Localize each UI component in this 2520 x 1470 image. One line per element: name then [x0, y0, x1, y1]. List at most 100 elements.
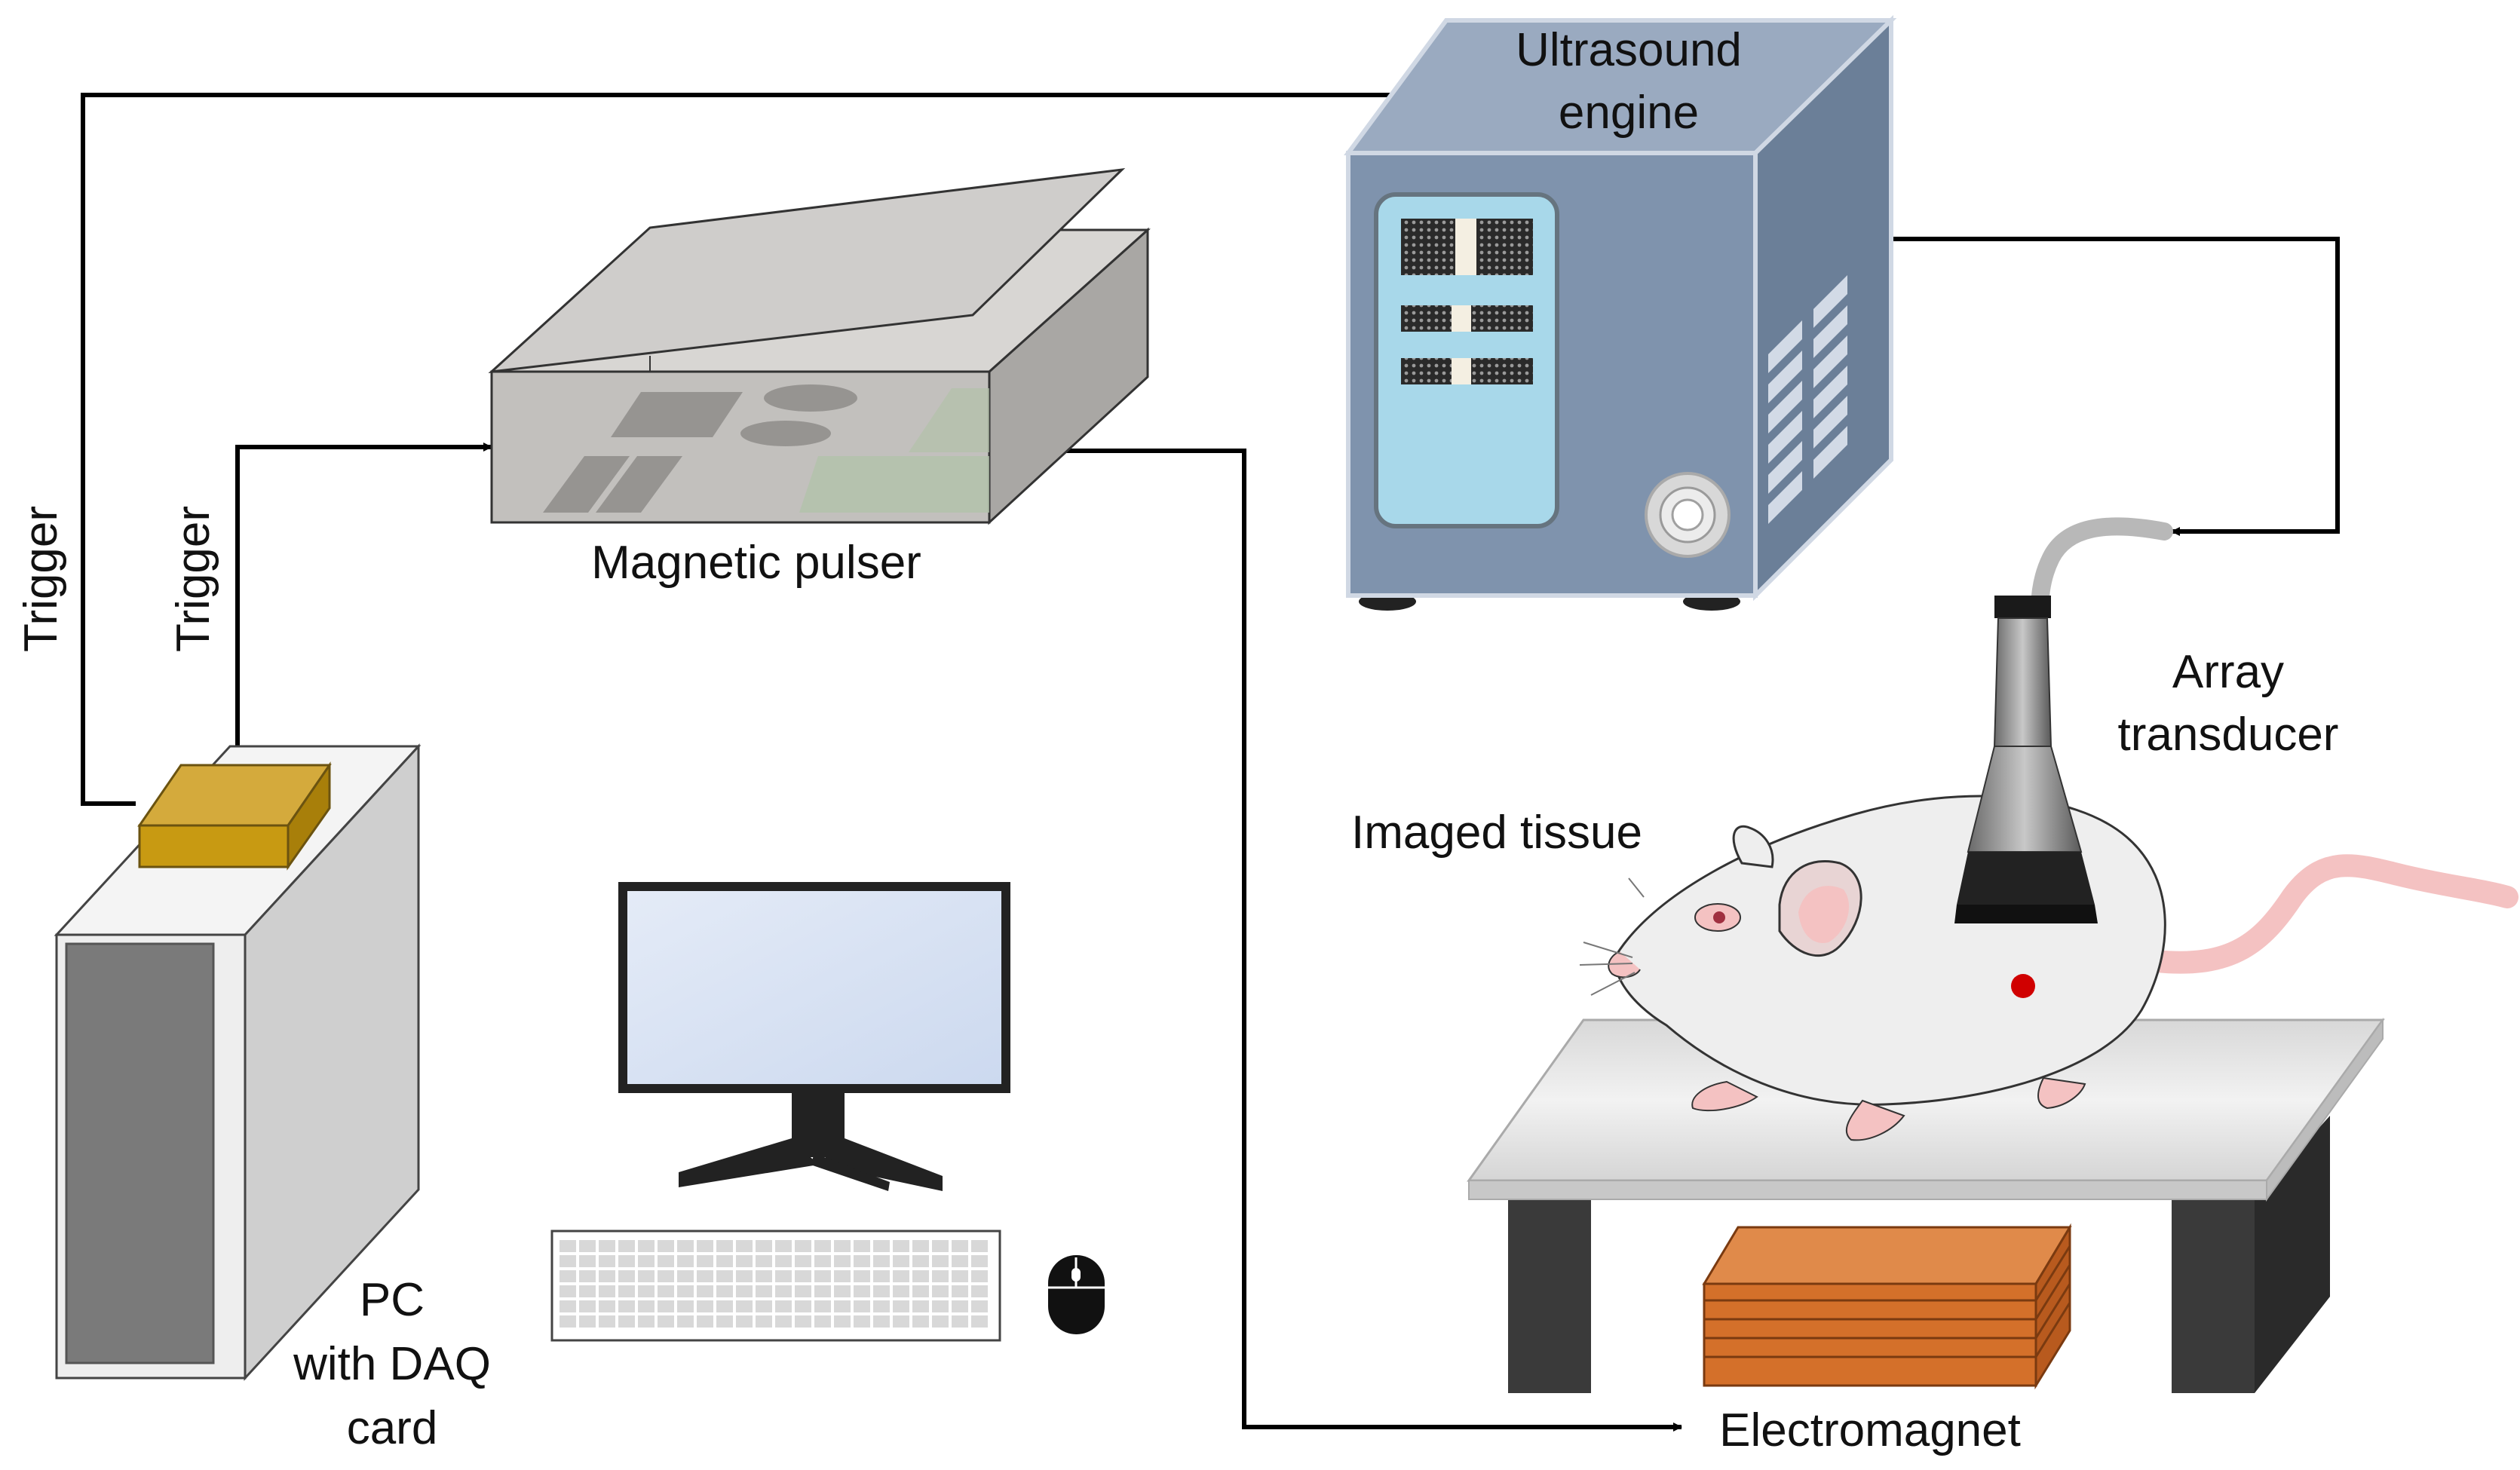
- keyboard-key: [814, 1315, 831, 1328]
- keyboard-key: [559, 1285, 576, 1297]
- keyboard-key: [932, 1255, 949, 1267]
- keyboard-key: [697, 1300, 713, 1312]
- keyboard-key: [854, 1240, 870, 1252]
- imaged-tissue-label: Imaged tissue: [1351, 807, 1642, 859]
- keyboard-key: [559, 1270, 576, 1282]
- connections: [81, 90, 2340, 1432]
- keyboard-key: [599, 1285, 615, 1297]
- keyboard-key: [618, 1255, 635, 1267]
- keyboard-key: [952, 1240, 968, 1252]
- keyboard-key: [814, 1285, 831, 1297]
- keyboard-key: [814, 1255, 831, 1267]
- keyboard-key: [912, 1315, 929, 1328]
- keyboard-key: [912, 1285, 929, 1297]
- keyboard-key: [834, 1315, 851, 1328]
- keyboard-key: [795, 1300, 811, 1312]
- keyboard-key: [775, 1240, 792, 1252]
- keyboard-key: [677, 1315, 694, 1328]
- keyboard-key: [697, 1285, 713, 1297]
- keyboard-key: [952, 1285, 968, 1297]
- keyboard-key: [932, 1270, 949, 1282]
- keyboard-key: [952, 1255, 968, 1267]
- keyboard-key: [775, 1255, 792, 1267]
- keyboard-key: [638, 1285, 655, 1297]
- keyboard-key: [971, 1255, 988, 1267]
- keyboard-key: [873, 1255, 890, 1267]
- keyboard-key: [834, 1240, 851, 1252]
- keyboard-key: [775, 1300, 792, 1312]
- keyboard-key: [638, 1240, 655, 1252]
- keyboard-key: [677, 1270, 694, 1282]
- trigger-label-inner: Trigger: [167, 506, 219, 652]
- keyboard-key: [893, 1315, 909, 1328]
- mouse: [1048, 1255, 1105, 1334]
- keyboard-key: [873, 1315, 890, 1328]
- array-transducer-label-line2: transducer: [2118, 709, 2339, 761]
- monitor: [618, 882, 1010, 1191]
- keyboard-key: [697, 1255, 713, 1267]
- magnetic-pulser-label: Magnetic pulser: [591, 537, 921, 589]
- keyboard-key: [599, 1240, 615, 1252]
- keyboard-key: [834, 1300, 851, 1312]
- keyboard-key: [834, 1285, 851, 1297]
- keyboard-key: [658, 1285, 674, 1297]
- keyboard-key: [854, 1315, 870, 1328]
- keyboard-key: [971, 1315, 988, 1328]
- keyboard-key: [658, 1270, 674, 1282]
- keyboard-key: [814, 1300, 831, 1312]
- keyboard-key: [599, 1300, 615, 1312]
- keyboard-key: [854, 1255, 870, 1267]
- magnetic-pulser: [488, 167, 1151, 525]
- keyboard-key: [736, 1300, 753, 1312]
- keyboard-key: [795, 1255, 811, 1267]
- keyboard-key: [658, 1315, 674, 1328]
- keyboard-key: [795, 1240, 811, 1252]
- keyboard-key: [658, 1300, 674, 1312]
- keyboard-key: [854, 1300, 870, 1312]
- keyboard-key: [932, 1285, 949, 1297]
- keyboard-key: [775, 1285, 792, 1297]
- pulser-to-electromagnet-line: [989, 449, 1682, 1432]
- keyboard-key: [775, 1315, 792, 1328]
- keyboard-key: [873, 1300, 890, 1312]
- keyboard-key: [795, 1315, 811, 1328]
- keyboard-key: [716, 1255, 733, 1267]
- keyboard-key: [834, 1255, 851, 1267]
- array-transducer-label-line1: Array: [2172, 646, 2284, 698]
- keyboard-key: [658, 1255, 674, 1267]
- keyboard-key: [932, 1315, 949, 1328]
- keyboard-key: [658, 1240, 674, 1252]
- keyboard-key: [579, 1300, 596, 1312]
- keyboard-key: [736, 1270, 753, 1282]
- keyboard-key: [618, 1300, 635, 1312]
- keyboard-key: [893, 1300, 909, 1312]
- keyboard-key: [559, 1240, 576, 1252]
- keyboard-key: [756, 1315, 772, 1328]
- keyboard-key: [912, 1240, 929, 1252]
- keyboard-key: [697, 1315, 713, 1328]
- keyboard-key: [814, 1240, 831, 1252]
- electromagnet: [1702, 1223, 2072, 1390]
- keyboard-key: [814, 1270, 831, 1282]
- keyboard-key: [854, 1270, 870, 1282]
- keyboard-key: [716, 1315, 733, 1328]
- keyboard-key: [716, 1285, 733, 1297]
- keyboard-key: [638, 1270, 655, 1282]
- keyboard-key: [736, 1285, 753, 1297]
- trigger-label-outer: Trigger: [15, 506, 67, 652]
- keyboard-key: [893, 1285, 909, 1297]
- keyboard-key: [599, 1255, 615, 1267]
- keyboard-key: [932, 1300, 949, 1312]
- engine-to-transducer-line: [1889, 237, 2340, 536]
- keyboard-key: [599, 1315, 615, 1328]
- keyboard-key: [775, 1270, 792, 1282]
- keyboard-key: [912, 1255, 929, 1267]
- keyboard-key: [716, 1270, 733, 1282]
- keyboard-key: [952, 1300, 968, 1312]
- keyboard-key: [971, 1300, 988, 1312]
- keyboard-key: [912, 1270, 929, 1282]
- keyboard-key: [716, 1240, 733, 1252]
- keyboard-key: [677, 1285, 694, 1297]
- keyboard-key: [736, 1315, 753, 1328]
- keyboard-key: [677, 1255, 694, 1267]
